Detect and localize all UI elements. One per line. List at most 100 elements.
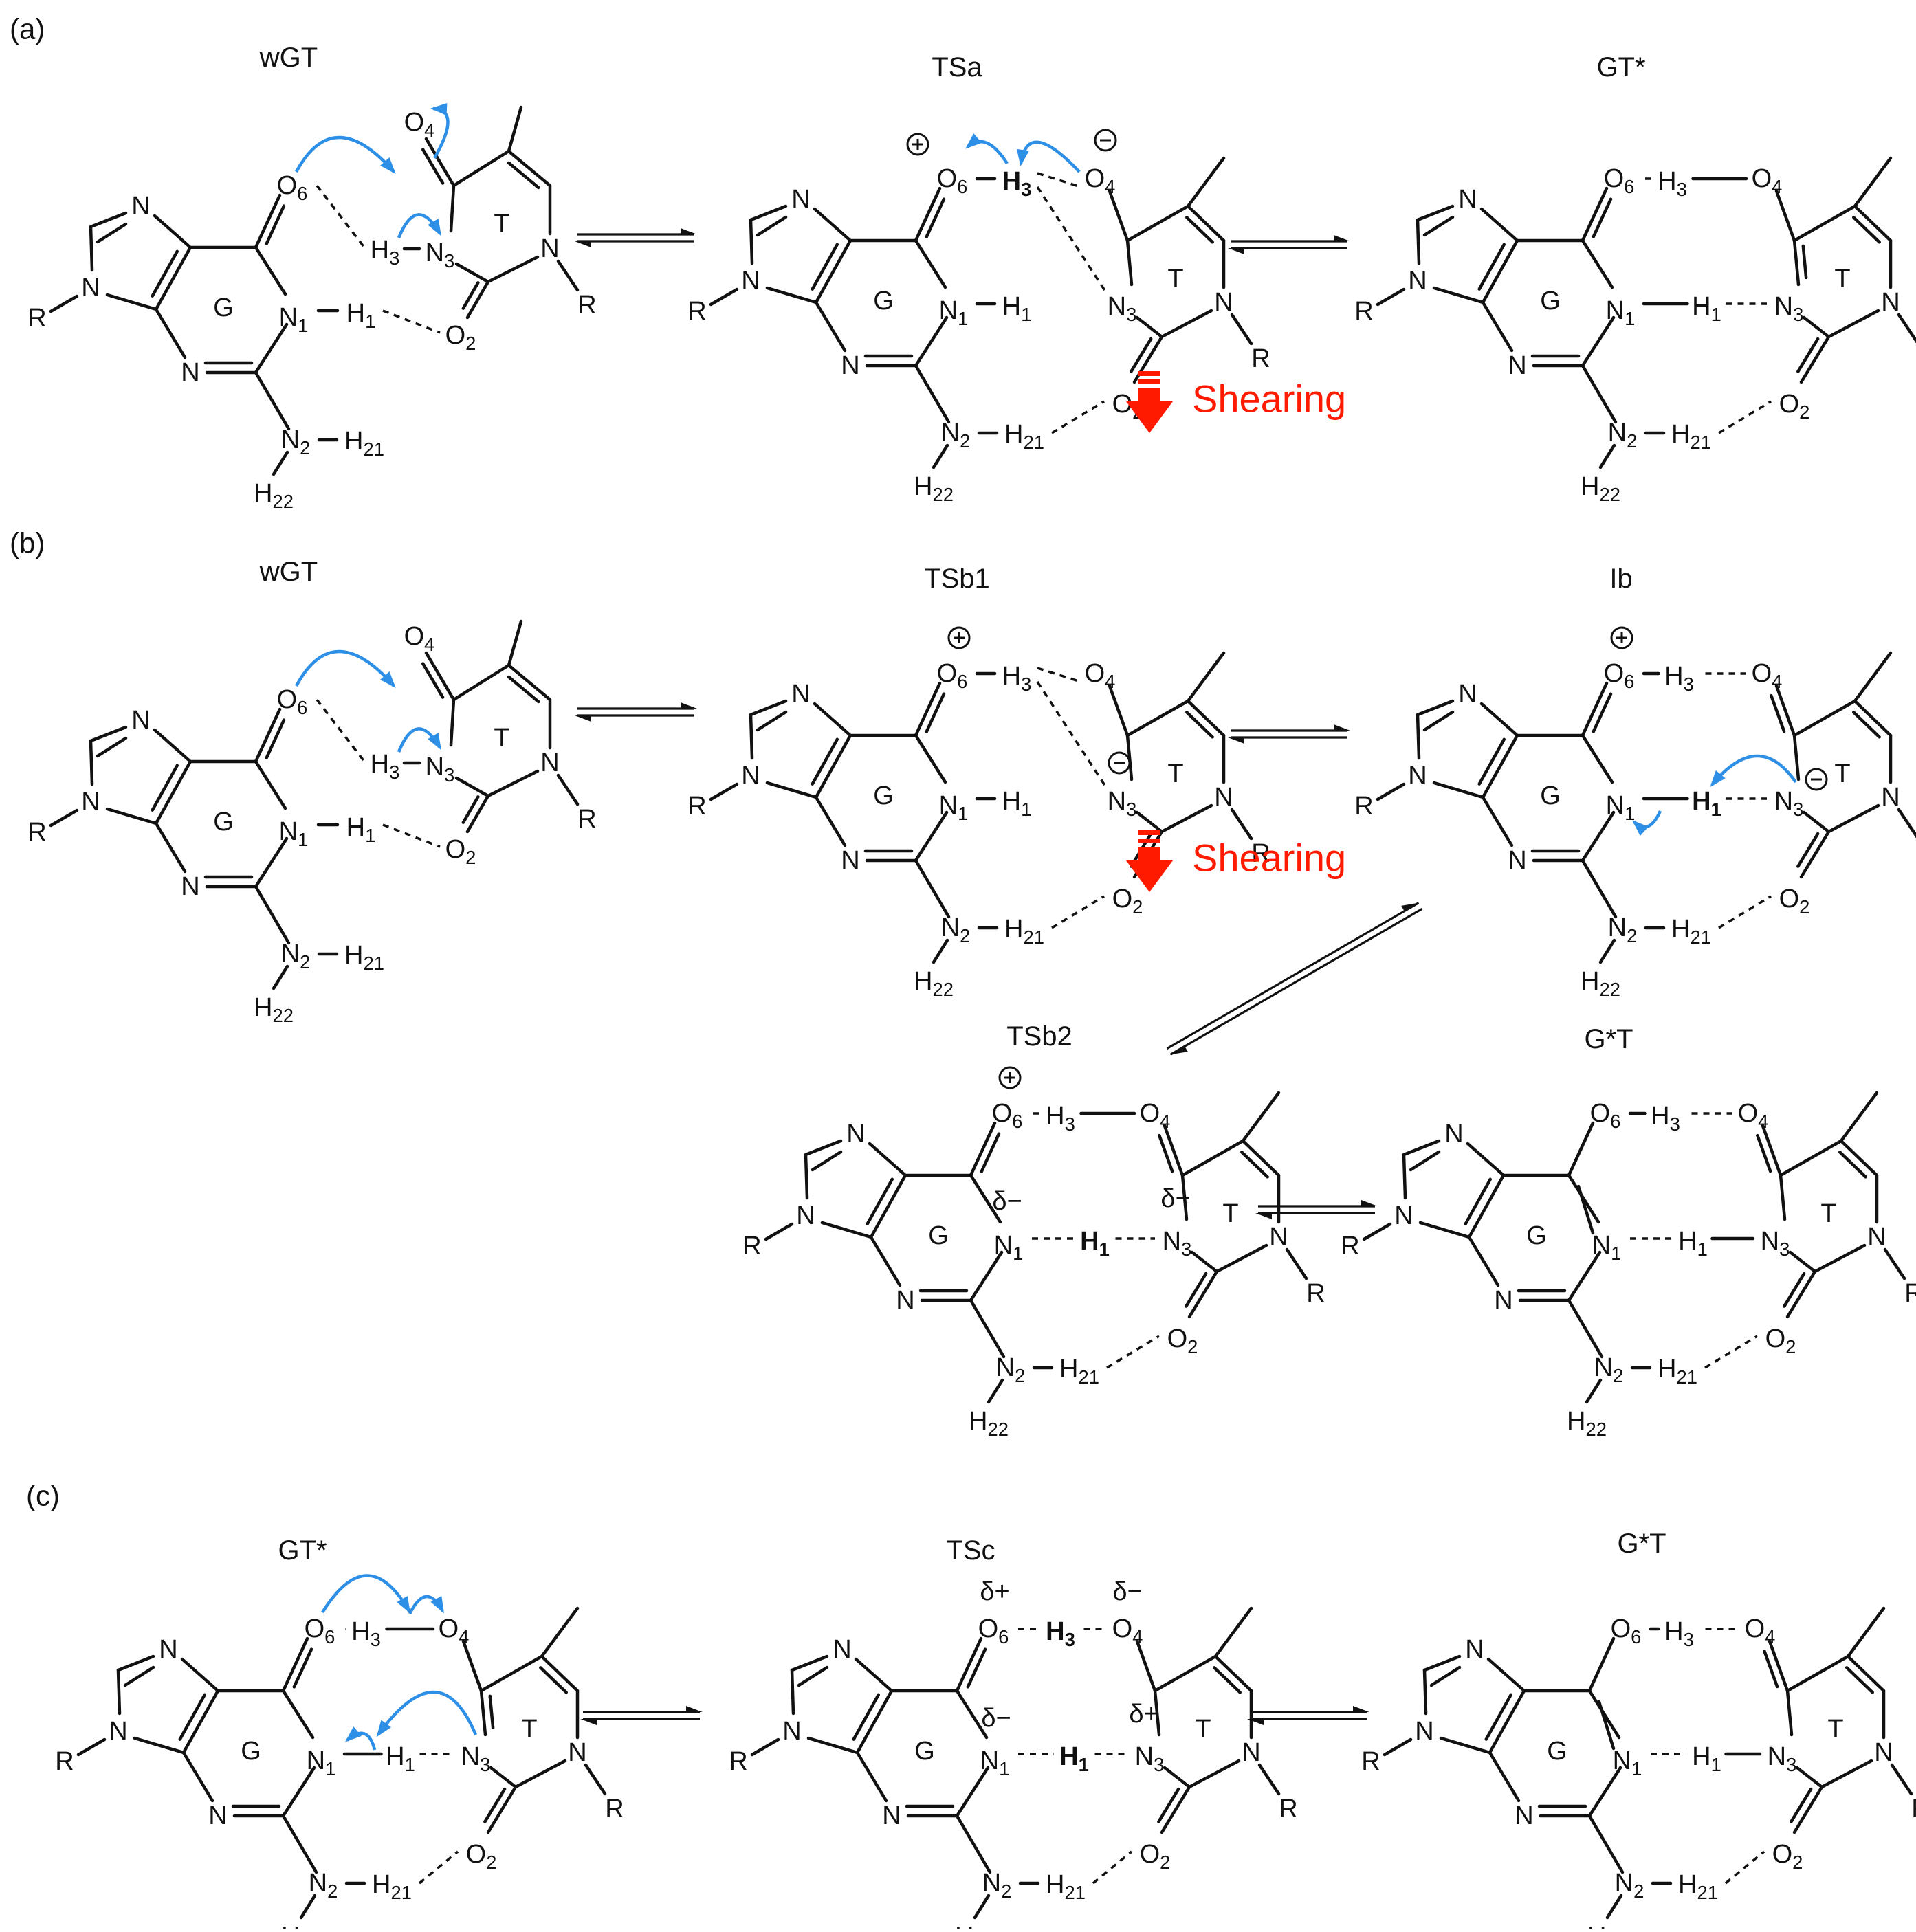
atom-symbol: N	[782, 1717, 801, 1746]
atom-subscript: 1	[1711, 1754, 1721, 1775]
double-bond	[925, 692, 946, 733]
atom-r: R	[27, 818, 46, 847]
bond	[868, 1142, 907, 1177]
double-bond	[461, 281, 480, 310]
bond	[932, 443, 949, 469]
atom-n2: N2	[982, 1869, 1012, 1902]
atom-n: N	[1508, 351, 1526, 380]
atom-symbol: N	[980, 1746, 999, 1775]
atom-h22: H22	[914, 967, 954, 1000]
shearing-arrow-icon	[1126, 371, 1173, 433]
double-bond	[1846, 1654, 1886, 1693]
shearing-label: Shearing	[1192, 836, 1346, 880]
atom-subscript: 2	[1613, 1365, 1623, 1386]
bond	[1486, 1657, 1526, 1693]
double-bond	[424, 651, 456, 702]
atom-r: R	[27, 304, 46, 333]
hydrogen-bond	[418, 1850, 459, 1885]
structure-title: TSb1	[924, 564, 990, 594]
atom-n: N	[1408, 762, 1427, 790]
atom-symbol: H	[372, 1870, 390, 1899]
atom-symbol: N	[982, 1869, 1001, 1898]
atom-subscript: 4	[459, 1626, 469, 1647]
bond	[1481, 795, 1514, 847]
atom-subscript: 1	[1625, 308, 1635, 329]
structure-title: TSb2	[1006, 1021, 1072, 1052]
double-bond	[1581, 681, 1609, 737]
atom-symbol: N	[540, 748, 559, 777]
hydrogen-bond	[1036, 186, 1107, 292]
atom-subscript: 1	[325, 1758, 335, 1779]
atom-symbol: N	[1508, 351, 1526, 380]
atom-o6: O6	[937, 659, 968, 692]
atom-h21: H21	[344, 941, 384, 974]
atom-symbol: H	[346, 299, 365, 328]
bond	[489, 1766, 518, 1789]
atom-subscript: 6	[297, 183, 307, 204]
bond	[1581, 364, 1618, 424]
bond	[914, 810, 949, 863]
atom-n: N	[131, 192, 150, 221]
atom-symbol: H	[254, 479, 272, 508]
atom-o4: O4	[1745, 1614, 1776, 1647]
atom-n: N	[208, 1801, 227, 1830]
atom-r: R	[1354, 792, 1373, 821]
double-bond	[507, 675, 540, 704]
atom-subscript: 3	[444, 250, 454, 271]
bond	[479, 1654, 544, 1693]
atom-subscript: 1	[1021, 304, 1031, 325]
atom-r: R	[1251, 839, 1270, 868]
thymine-ring-label: T	[1195, 1715, 1211, 1744]
atom-symbol: N	[994, 1231, 1013, 1260]
atom-h3: H3	[1651, 1102, 1680, 1135]
atom-symbol: N	[996, 1353, 1015, 1382]
atom-symbol: H	[1678, 1227, 1697, 1256]
double-bond	[265, 718, 286, 759]
bond	[281, 1814, 318, 1874]
atom-o6: O6	[1611, 1614, 1642, 1647]
atom-r: R	[1904, 1279, 1916, 1308]
hydrogen-bond	[1037, 172, 1081, 188]
bond	[1481, 300, 1514, 353]
atom-subscript: 1	[999, 1758, 1009, 1779]
curly-arrow-icon	[1017, 140, 1081, 173]
bond	[272, 964, 289, 990]
atom-symbol: O	[1140, 1099, 1160, 1128]
atom-symbol: O	[1112, 885, 1133, 913]
double-bond	[1240, 1151, 1269, 1179]
double-bond	[1761, 1124, 1783, 1177]
double-bond	[914, 186, 942, 243]
atom-symbol: O	[1611, 1614, 1631, 1643]
double-bond	[1845, 1666, 1874, 1694]
atom-h1: H1	[1692, 292, 1721, 325]
atom-symbol: N	[1465, 1635, 1484, 1664]
bond	[914, 364, 951, 424]
bond	[1479, 207, 1519, 243]
atom-symbol: R	[577, 805, 596, 834]
hydrogen-bond	[1718, 895, 1772, 929]
atom-r: R	[687, 792, 706, 821]
bond	[584, 1763, 607, 1796]
bond	[452, 149, 511, 188]
atom-subscript: 21	[1079, 1366, 1099, 1388]
atom-n: N	[1508, 846, 1526, 875]
atom-o4: O4	[1752, 659, 1783, 692]
bond	[181, 1751, 214, 1803]
double-bond	[539, 1666, 568, 1694]
atom-n1: N1	[939, 791, 969, 824]
atom-subscript: 2	[300, 951, 310, 973]
bond	[1581, 858, 1618, 919]
bond	[556, 773, 580, 806]
double-bond	[465, 794, 490, 834]
atom-symbol: N	[941, 419, 960, 447]
double-bond	[1770, 693, 1786, 733]
atom-symbol: H	[914, 967, 932, 996]
atom-subscript: 21	[391, 1882, 412, 1903]
atom-symbol: H	[1046, 1870, 1064, 1899]
hydrogen-bond	[382, 309, 441, 334]
atom-n: N	[796, 1201, 815, 1230]
bond	[454, 262, 490, 284]
